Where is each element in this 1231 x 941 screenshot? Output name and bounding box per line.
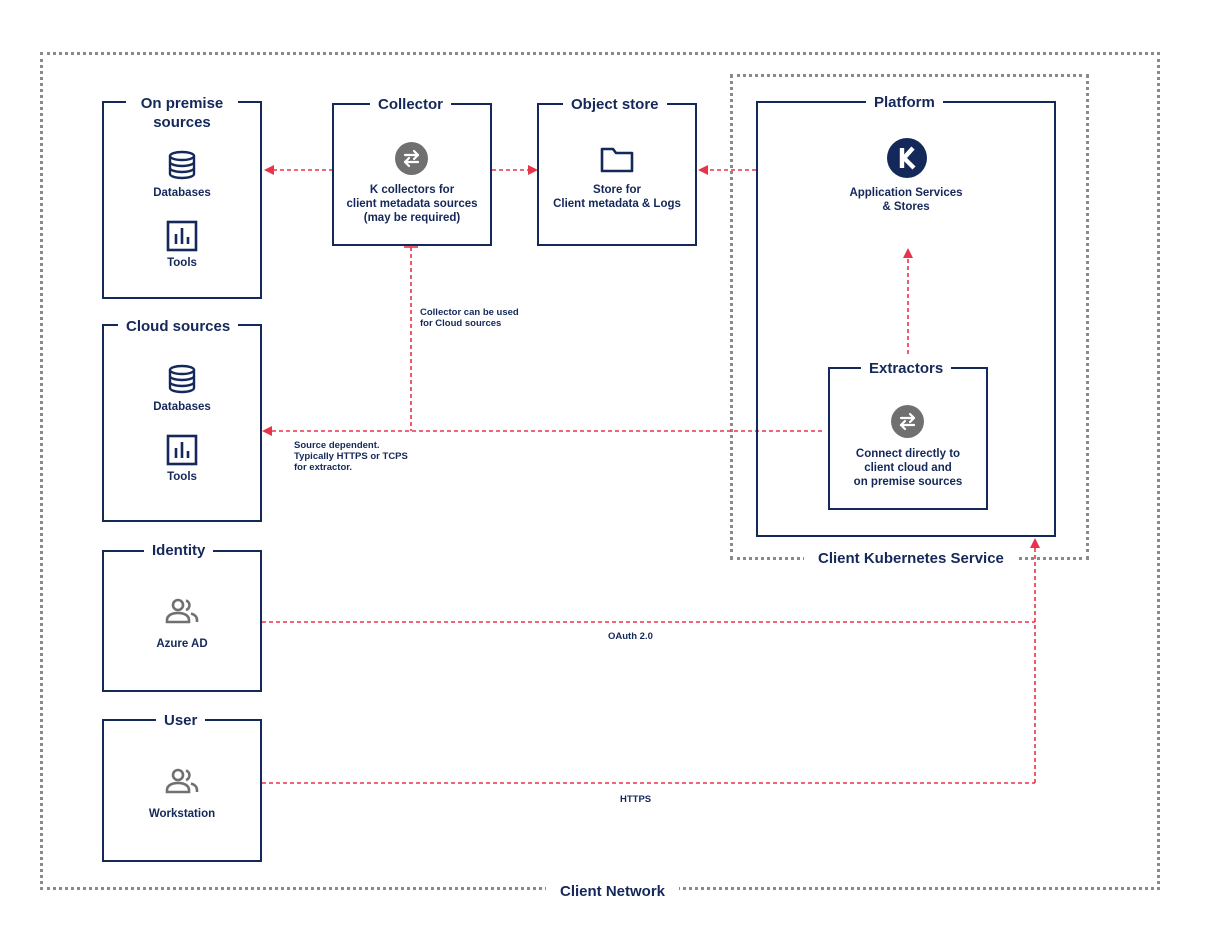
folder-icon <box>600 145 634 178</box>
source-dependent-note: Source dependent. Typically HTTPS or TCP… <box>294 440 408 473</box>
object-store-title: Object store <box>563 95 667 114</box>
identity-title: Identity <box>144 541 214 560</box>
kubernetes-label: Client Kubernetes Service <box>804 550 1018 567</box>
users-icon <box>165 768 199 799</box>
k-logo-icon <box>887 138 927 183</box>
cloud-sources-box <box>102 324 262 522</box>
bar-chart-icon <box>166 434 198 471</box>
platform-title: Platform <box>866 93 943 112</box>
extractors-description: Connect directly to client cloud and on … <box>853 448 963 488</box>
database-icon <box>167 364 197 399</box>
client-network-label: Client Network <box>546 883 680 900</box>
on-premise-tools-label: Tools <box>167 257 197 269</box>
swap-icon <box>891 405 924 443</box>
https-label: HTTPS <box>620 794 652 805</box>
users-icon <box>165 598 199 629</box>
database-icon <box>167 150 197 185</box>
cloud-tools-label: Tools <box>167 471 197 483</box>
user-title: User <box>156 711 206 730</box>
on-premise-databases-label: Databases <box>153 187 211 199</box>
swap-icon <box>395 142 428 180</box>
azure-ad-label: Azure AD <box>156 638 208 650</box>
workstation-label: Workstation <box>148 808 216 820</box>
platform-description: Application Services & Stores <box>849 187 963 213</box>
oauth-label: OAuth 2.0 <box>608 631 653 642</box>
extractors-title: Extractors <box>861 359 952 378</box>
object-store-description: Store for Client metadata & Logs <box>553 184 681 210</box>
cloud-sources-title: Cloud sources <box>118 317 239 336</box>
bar-chart-icon <box>166 220 198 257</box>
collector-cloud-note: Collector can be used for Cloud sources <box>420 307 519 329</box>
on-premise-title: On premise sources <box>126 94 238 132</box>
collector-description: K collectors for client metadata sources… <box>346 184 478 224</box>
collector-title: Collector <box>370 95 452 114</box>
cloud-databases-label: Databases <box>153 401 211 413</box>
